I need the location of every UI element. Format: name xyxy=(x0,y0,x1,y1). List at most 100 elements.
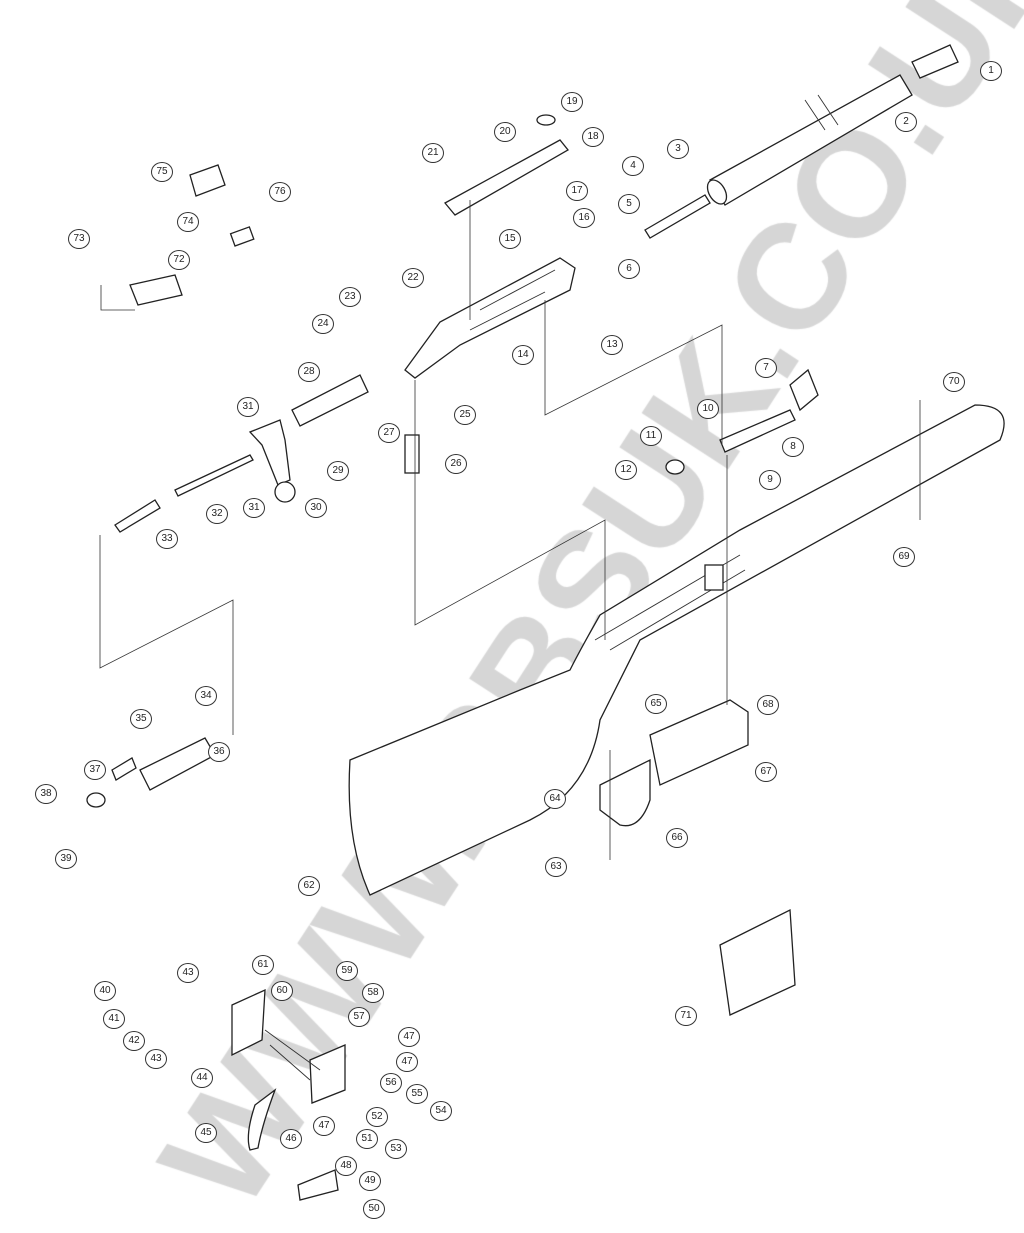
part-callout-68: 68 xyxy=(757,695,779,715)
part-callout-20: 20 xyxy=(494,122,516,142)
part-callout-56: 56 xyxy=(380,1073,402,1093)
part-callout-30: 30 xyxy=(305,498,327,518)
part-callout-51: 51 xyxy=(356,1129,378,1149)
part-callout-29: 29 xyxy=(327,461,349,481)
part-callout-14: 14 xyxy=(512,345,534,365)
part-callout-22: 22 xyxy=(402,268,424,288)
part-callout-65: 65 xyxy=(645,694,667,714)
part-callout-70: 70 xyxy=(943,372,965,392)
part-callout-59: 59 xyxy=(336,961,358,981)
part-callout-36: 36 xyxy=(208,742,230,762)
leader-lines xyxy=(99,200,921,860)
part-callout-26: 26 xyxy=(445,454,467,474)
part-callout-7: 7 xyxy=(755,358,777,378)
part-callout-44: 44 xyxy=(191,1068,213,1088)
part-callout-33: 33 xyxy=(156,529,178,549)
part-callout-1: 1 xyxy=(980,61,1002,81)
part-callout-67: 67 xyxy=(755,762,777,782)
part-callout-58: 58 xyxy=(362,983,384,1003)
trigger-guard xyxy=(599,758,651,827)
bolt-shroud xyxy=(139,737,216,791)
bolt-handle xyxy=(248,419,291,486)
part-callout-5: 5 xyxy=(618,194,640,214)
part-callout-38: 38 xyxy=(35,784,57,804)
part-callout-64: 64 xyxy=(544,789,566,809)
part-19 xyxy=(536,114,556,126)
part-callout-31: 31 xyxy=(243,498,265,518)
part-callout-23: 23 xyxy=(339,287,361,307)
part-callout-40: 40 xyxy=(94,981,116,1001)
part-callout-37: 37 xyxy=(84,760,106,780)
part-callout-6: 6 xyxy=(618,259,640,279)
part-callout-47: 47 xyxy=(313,1116,335,1136)
part-callout-73: 73 xyxy=(68,229,90,249)
part-callout-2: 2 xyxy=(895,112,917,132)
part-callout-16: 16 xyxy=(573,208,595,228)
part-callout-41: 41 xyxy=(103,1009,125,1029)
part-callout-28: 28 xyxy=(298,362,320,382)
barrel xyxy=(706,44,959,206)
part-callout-66: 66 xyxy=(666,828,688,848)
part-callout-75: 75 xyxy=(151,162,173,182)
part-callout-76: 76 xyxy=(269,182,291,202)
bolt-knob xyxy=(274,481,296,503)
part-callout-11: 11 xyxy=(640,426,662,446)
part-callout-50: 50 xyxy=(363,1199,385,1219)
part-callout-55: 55 xyxy=(406,1084,428,1104)
part-callout-47: 47 xyxy=(398,1027,420,1047)
part-callout-69: 69 xyxy=(893,547,915,567)
part-callout-18: 18 xyxy=(582,127,604,147)
spring-37 xyxy=(111,757,137,781)
part-callout-32: 32 xyxy=(206,504,228,524)
part-12 xyxy=(665,459,685,475)
part-callout-53: 53 xyxy=(385,1139,407,1159)
part-callout-42: 42 xyxy=(123,1031,145,1051)
part-72 xyxy=(129,274,183,306)
part-38 xyxy=(86,792,106,808)
part-callout-60: 60 xyxy=(271,981,293,1001)
scope-ring xyxy=(189,164,226,197)
part-callout-19: 19 xyxy=(561,92,583,112)
part-callout-12: 12 xyxy=(615,460,637,480)
bolt-body xyxy=(291,374,369,427)
scope-rail xyxy=(443,139,569,216)
trigger-group xyxy=(231,988,346,1201)
part-7 xyxy=(789,368,819,412)
part-callout-31: 31 xyxy=(237,397,259,417)
firing-pin xyxy=(174,454,254,497)
part-callout-4: 4 xyxy=(622,156,644,176)
magazine-well xyxy=(649,699,749,786)
part-callout-43: 43 xyxy=(145,1049,167,1069)
part-callout-62: 62 xyxy=(298,876,320,896)
part-callout-54: 54 xyxy=(430,1101,452,1121)
part-callout-57: 57 xyxy=(348,1007,370,1027)
part-callout-48: 48 xyxy=(335,1156,357,1176)
part-callout-34: 34 xyxy=(195,686,217,706)
part-callout-9: 9 xyxy=(759,470,781,490)
receiver xyxy=(404,257,576,379)
part-callout-8: 8 xyxy=(782,437,804,457)
muzzle-brake xyxy=(911,44,959,79)
part-callout-45: 45 xyxy=(195,1123,217,1143)
part-callout-72: 72 xyxy=(168,250,190,270)
spacer-26 xyxy=(404,434,420,474)
part-callout-49: 49 xyxy=(359,1171,381,1191)
barrel-liner xyxy=(644,194,711,239)
part-callout-3: 3 xyxy=(667,139,689,159)
part-callout-35: 35 xyxy=(130,709,152,729)
part-callout-25: 25 xyxy=(454,405,476,425)
part-callout-17: 17 xyxy=(566,181,588,201)
stock xyxy=(348,404,1005,896)
part-callout-15: 15 xyxy=(499,229,521,249)
part-callout-21: 21 xyxy=(422,143,444,163)
part-callout-10: 10 xyxy=(697,399,719,419)
magazine xyxy=(719,908,796,1016)
part-callout-63: 63 xyxy=(545,857,567,877)
part-callout-27: 27 xyxy=(378,423,400,443)
part-callout-43: 43 xyxy=(177,963,199,983)
part-callout-52: 52 xyxy=(366,1107,388,1127)
part-callout-39: 39 xyxy=(55,849,77,869)
part-callout-24: 24 xyxy=(312,314,334,334)
